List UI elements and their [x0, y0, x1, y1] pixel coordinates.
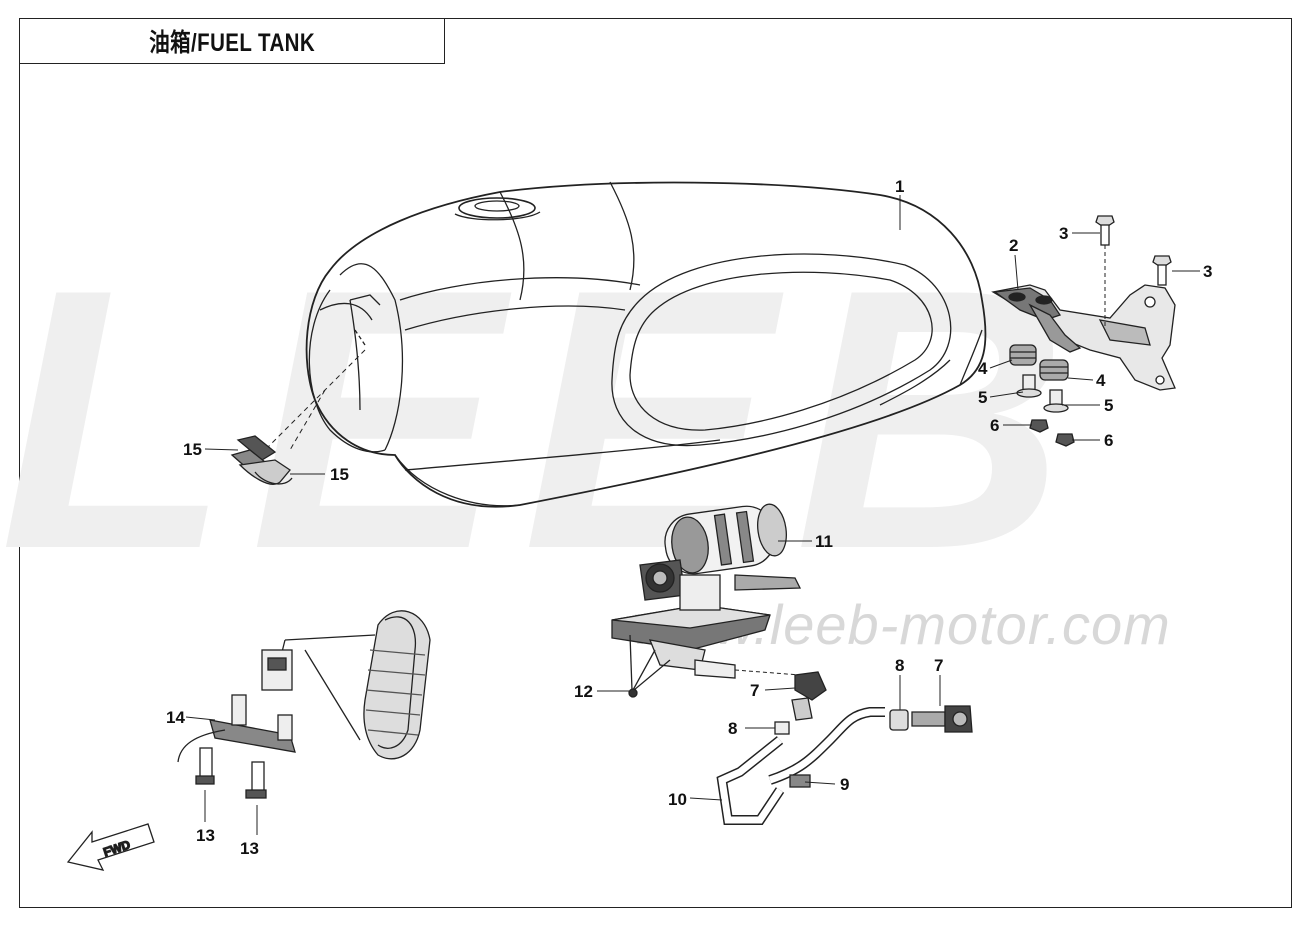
callout-4b: 4: [1096, 371, 1106, 390]
callout-14: 14: [166, 708, 185, 727]
callout-7a: 7: [750, 681, 759, 700]
callout-13b: 13: [240, 839, 259, 858]
callout-10: 10: [668, 790, 687, 809]
callout-13a: 13: [196, 826, 215, 845]
callout-9: 9: [840, 775, 849, 794]
drawing-frame: [19, 18, 1292, 908]
callout-8a: 8: [728, 719, 737, 738]
fuel-hose-icon: [716, 671, 973, 825]
callout-labels: 1 2 3 3 4 4 5 5 6 6 15 15 11 12 7 7 8 8 …: [166, 177, 1212, 858]
callout-7b: 7: [934, 656, 943, 675]
callout-1: 1: [895, 177, 904, 196]
callout-5b: 5: [1104, 396, 1113, 415]
callout-6b: 6: [1104, 431, 1113, 450]
callout-4a: 4: [978, 359, 988, 378]
bracket-icon: [991, 215, 1176, 447]
callout-12: 12: [574, 682, 593, 701]
callout-15b: 15: [330, 465, 349, 484]
leader-lines: [185, 195, 1200, 835]
page-title: 油箱/FUEL TANK: [149, 29, 315, 57]
callout-2: 2: [1009, 236, 1018, 255]
fuel-tank-icon: [259, 181, 987, 508]
watermark-logo: LEEB: [0, 213, 1088, 626]
title-box: 油箱/FUEL TANK: [19, 18, 445, 64]
callout-3b: 3: [1203, 262, 1212, 281]
callout-15a: 15: [183, 440, 202, 459]
callout-5a: 5: [978, 388, 987, 407]
fuel-level-sensor-icon: [177, 610, 431, 799]
fuel-pump-icon: [611, 503, 802, 698]
callout-11: 11: [815, 532, 833, 551]
callout-8b: 8: [895, 656, 904, 675]
callout-3a: 3: [1059, 224, 1068, 243]
callout-6a: 6: [990, 416, 999, 435]
forward-arrow-icon: FWD: [66, 823, 155, 871]
tank-cap-icon: [230, 435, 293, 485]
